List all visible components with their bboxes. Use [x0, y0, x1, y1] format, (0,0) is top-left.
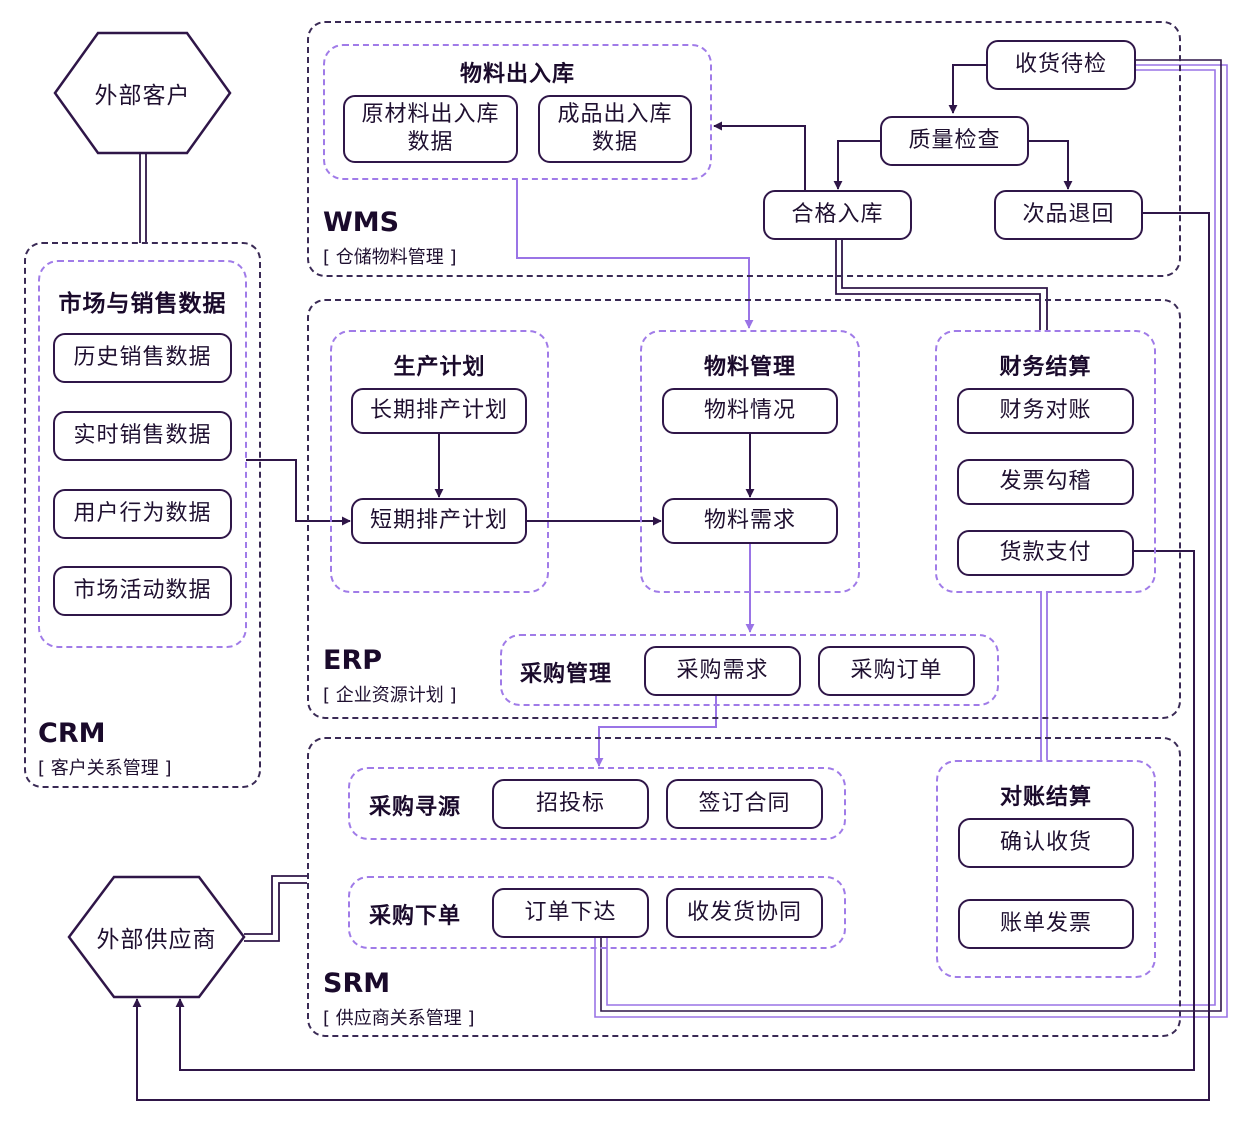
crm-item-history-sales[interactable]: 历史销售数据: [53, 333, 232, 383]
erp-purchase-order[interactable]: 采购订单: [818, 646, 975, 696]
node-label: 实时销售数据: [73, 423, 212, 448]
erp-short-term-plan[interactable]: 短期排产计划: [351, 498, 527, 544]
purchase-to-srm-arrow: [594, 696, 717, 767]
erp-finance-title: 财务结算: [999, 355, 1092, 380]
node-label: 物料需求: [703, 508, 796, 533]
node-label: 市场活动数据: [73, 578, 212, 603]
external-customer[interactable]: 外部客户: [94, 83, 191, 109]
wms-to-material-arrow: [516, 180, 754, 329]
node-label: 账单发票: [999, 911, 1092, 936]
erp-material-title: 物料管理: [703, 355, 796, 380]
node-label: 用户行为数据: [73, 501, 212, 526]
wms-finished-goods-io[interactable]: 成品出入库 数据: [538, 95, 692, 163]
customer-crm-link: [139, 153, 147, 243]
crm-item-user-behavior[interactable]: 用户行为数据: [53, 489, 232, 539]
wms-io-module: [323, 44, 712, 180]
crm-item-realtime-sales[interactable]: 实时销售数据: [53, 411, 232, 461]
crm-market-sales-module: [38, 260, 247, 648]
node-label: 签订合同: [698, 791, 791, 816]
node-label: 货款支付: [999, 540, 1092, 565]
crm-to-short-plan-arrow: [246, 459, 351, 526]
srm-sign-contract[interactable]: 签订合同: [666, 779, 823, 829]
wms-system-subtitle: [ 仓储物料管理 ]: [323, 247, 457, 268]
srm-ordering-module: [348, 876, 846, 949]
erp-purchase-title: 采购管理: [520, 662, 613, 687]
erp-long-term-plan[interactable]: 长期排产计划: [351, 388, 527, 434]
node-label: 历史销售数据: [73, 345, 212, 370]
crm-item-marketing-activity[interactable]: 市场活动数据: [53, 566, 232, 616]
erp-finance-module: [935, 330, 1156, 593]
srm-sourcing-module: [348, 767, 846, 840]
wms-system: [307, 21, 1181, 277]
erp-production-title: 生产计划: [393, 355, 486, 380]
crm-system-name: CRM: [38, 718, 106, 749]
srm-bidding[interactable]: 招投标: [492, 779, 649, 829]
quality-to-qualified-arrow: [833, 140, 880, 190]
order-to-receive-link: [594, 59, 1228, 1018]
erp-material-demand[interactable]: 物料需求: [662, 498, 838, 544]
quality-to-defect-arrow: [1029, 140, 1073, 190]
crm-system: [24, 242, 261, 788]
node-label: 采购订单: [850, 658, 943, 683]
node-label: 确认收货: [999, 830, 1092, 855]
srm-delivery-collab[interactable]: 收发货协同: [666, 888, 823, 938]
receive-to-quality-arrow: [948, 64, 986, 114]
erp-payment[interactable]: 货款支付: [957, 530, 1134, 576]
erp-purchase-module: [500, 634, 999, 706]
srm-bill-invoice[interactable]: 账单发票: [958, 899, 1134, 949]
node-label: 收货待检: [1014, 52, 1107, 77]
srm-settlement-module: [936, 760, 1156, 978]
srm-system-subtitle: [ 供应商关系管理 ]: [323, 1008, 475, 1029]
node-label: 短期排产计划: [369, 508, 508, 533]
qualified-to-finance-link: [835, 240, 1048, 330]
srm-system: [307, 737, 1181, 1037]
srm-settlement-title: 对账结算: [999, 785, 1092, 810]
node-label: 次品退回: [1022, 202, 1115, 227]
defect-to-supplier-arrow: [132, 212, 1210, 1101]
wms-defect-return[interactable]: 次品退回: [994, 190, 1143, 240]
erp-system-subtitle: [ 企业资源计划 ]: [323, 685, 457, 706]
node-label: 成品出入库 数据: [557, 102, 673, 155]
node-label: 物料情况: [703, 398, 796, 423]
erp-production-module: [330, 330, 549, 593]
wms-io-title: 物料出入库: [459, 62, 575, 87]
node-label: 质量检查: [908, 128, 1001, 153]
wms-quality-check[interactable]: 质量检查: [880, 116, 1029, 166]
wms-receive-pending[interactable]: 收货待检: [986, 40, 1136, 90]
erp-material-status[interactable]: 物料情况: [662, 388, 838, 434]
node-label: 财务对账: [999, 398, 1092, 423]
wms-raw-material-io[interactable]: 原材料出入库 数据: [343, 95, 518, 163]
node-label: 合格入库: [791, 202, 884, 227]
node-label: 招投标: [535, 791, 605, 816]
erp-finance-reconcile[interactable]: 财务对账: [957, 388, 1134, 434]
payment-to-supplier-arrow: [175, 550, 1195, 1071]
supplier-srm-link: [244, 875, 307, 942]
erp-invoice-check[interactable]: 发票勾稽: [957, 459, 1134, 505]
wms-system-name: WMS: [323, 207, 400, 238]
crm-module-title: 市场与销售数据: [58, 291, 227, 317]
node-label: 原材料出入库 数据: [361, 102, 500, 155]
external-supplier[interactable]: 外部供应商: [96, 927, 217, 953]
crm-system-subtitle: [ 客户关系管理 ]: [38, 758, 172, 779]
customer-hexagon: [53, 31, 232, 155]
node-label: 订单下达: [524, 900, 617, 925]
srm-system-name: SRM: [323, 968, 391, 999]
node-label: 长期排产计划: [369, 398, 508, 423]
srm-confirm-receipt[interactable]: 确认收货: [958, 818, 1134, 868]
erp-system: [307, 299, 1181, 719]
wms-qualified-storage[interactable]: 合格入库: [763, 190, 912, 240]
erp-system-name: ERP: [323, 645, 383, 676]
node-label: 发票勾稽: [999, 469, 1092, 494]
qualified-to-io-arrow: [713, 121, 806, 190]
erp-purchase-demand[interactable]: 采购需求: [644, 646, 801, 696]
srm-sourcing-title: 采购寻源: [369, 795, 462, 820]
node-label: 采购需求: [676, 658, 769, 683]
finance-to-settlement-link: [1040, 593, 1048, 760]
node-label: 收发货协同: [686, 900, 802, 925]
erp-material-module: [640, 330, 860, 593]
srm-ordering-title: 采购下单: [369, 904, 462, 929]
srm-order-issue[interactable]: 订单下达: [492, 888, 649, 938]
supplier-hexagon: [67, 875, 246, 999]
